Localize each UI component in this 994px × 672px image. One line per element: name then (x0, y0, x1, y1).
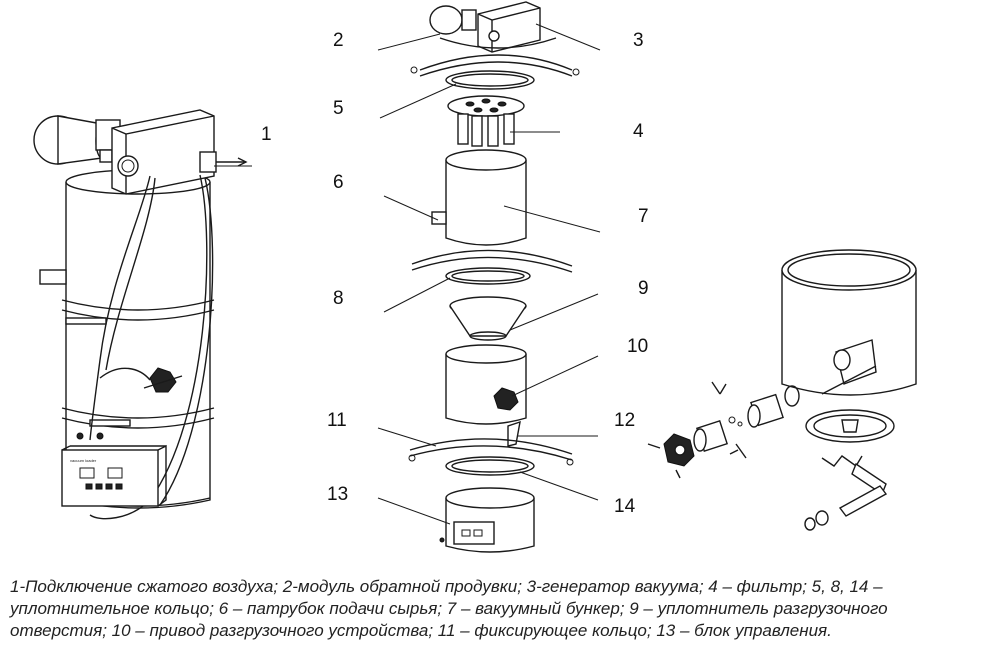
callout-3: 3 (633, 30, 644, 51)
callout-14: 14 (614, 496, 636, 517)
callout-1: 1 (261, 124, 272, 145)
leader-lines (214, 23, 601, 525)
caption-line-3: отверстия; 10 – привод разгрузочного уст… (10, 621, 832, 640)
control-panel-text: vacuum loader (70, 458, 97, 463)
callout-13: 13 (327, 484, 349, 505)
callout-8: 8 (333, 288, 344, 309)
legend-caption: 1-Подключение сжатого воздуха; 2-модуль … (10, 576, 985, 642)
callout-9: 9 (638, 278, 649, 299)
callout-12: 12 (614, 410, 636, 431)
caption-line-1: 1-Подключение сжатого воздуха; 2-модуль … (10, 577, 883, 596)
discharge-detail (647, 249, 917, 531)
callout-7: 7 (638, 206, 649, 227)
callout-5: 5 (333, 98, 344, 119)
diagram-drawing: vacuum loader (33, 1, 917, 553)
callout-11: 11 (327, 410, 347, 431)
callout-4: 4 (633, 121, 644, 142)
callout-2: 2 (333, 30, 344, 51)
callout-6: 6 (333, 172, 344, 193)
exploded-view (408, 1, 580, 553)
exploded-diagram: vacuum loader (33, 1, 917, 553)
callout-10: 10 (627, 336, 649, 357)
assembled-loader (33, 109, 248, 520)
caption-line-2: уплотнительное кольцо; 6 – патрубок пода… (10, 599, 888, 618)
